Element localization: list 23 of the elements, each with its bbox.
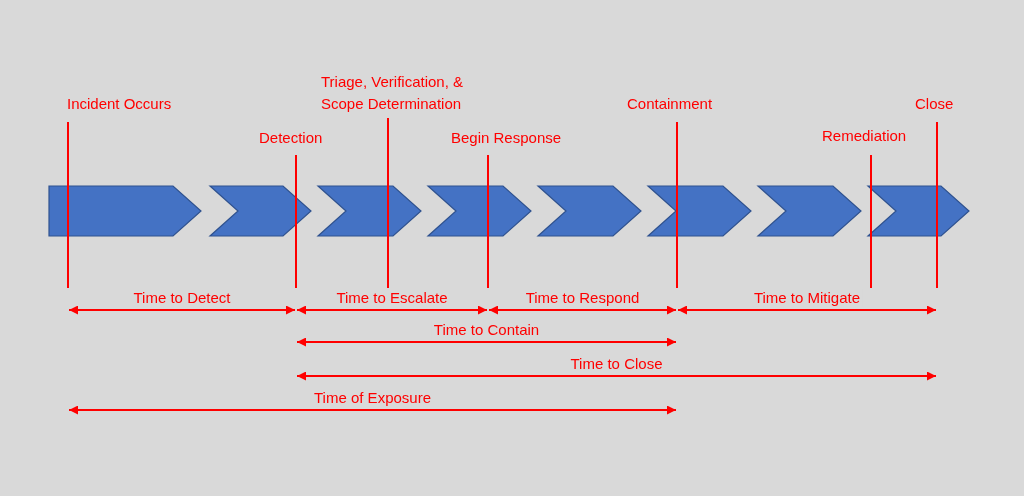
milestone-label: Begin Response: [451, 128, 562, 148]
chevron-arrow-shape: [428, 186, 531, 236]
double-arrow: [296, 337, 677, 347]
chevron-arrow-shape: [49, 186, 201, 236]
chevron-arrow-shape: [868, 186, 969, 236]
double-arrow: [68, 305, 296, 315]
milestone-label: Close: [915, 94, 954, 114]
chevron-arrow-shape: [648, 186, 751, 236]
milestone-label: Triage, Verification, & Scope Determination: [321, 72, 464, 114]
milestone-label: Incident Occurs: [67, 94, 172, 114]
double-arrow: [488, 305, 677, 315]
edge-label: Time of Exposure: [311, 389, 434, 407]
chevron-arrow-shape: [210, 186, 311, 236]
milestone-label: Containment: [627, 94, 713, 114]
milestone-label: Remediation: [822, 126, 907, 146]
chevron-arrow-shape: [758, 186, 861, 236]
double-arrow: [296, 371, 937, 381]
double-arrow: [296, 305, 488, 315]
chevron-arrow-shape: [538, 186, 641, 236]
milestone-label: Detection: [259, 128, 323, 148]
double-arrow: [677, 305, 937, 315]
chevron-arrow-shape: [318, 186, 421, 236]
double-arrow: [68, 405, 677, 415]
